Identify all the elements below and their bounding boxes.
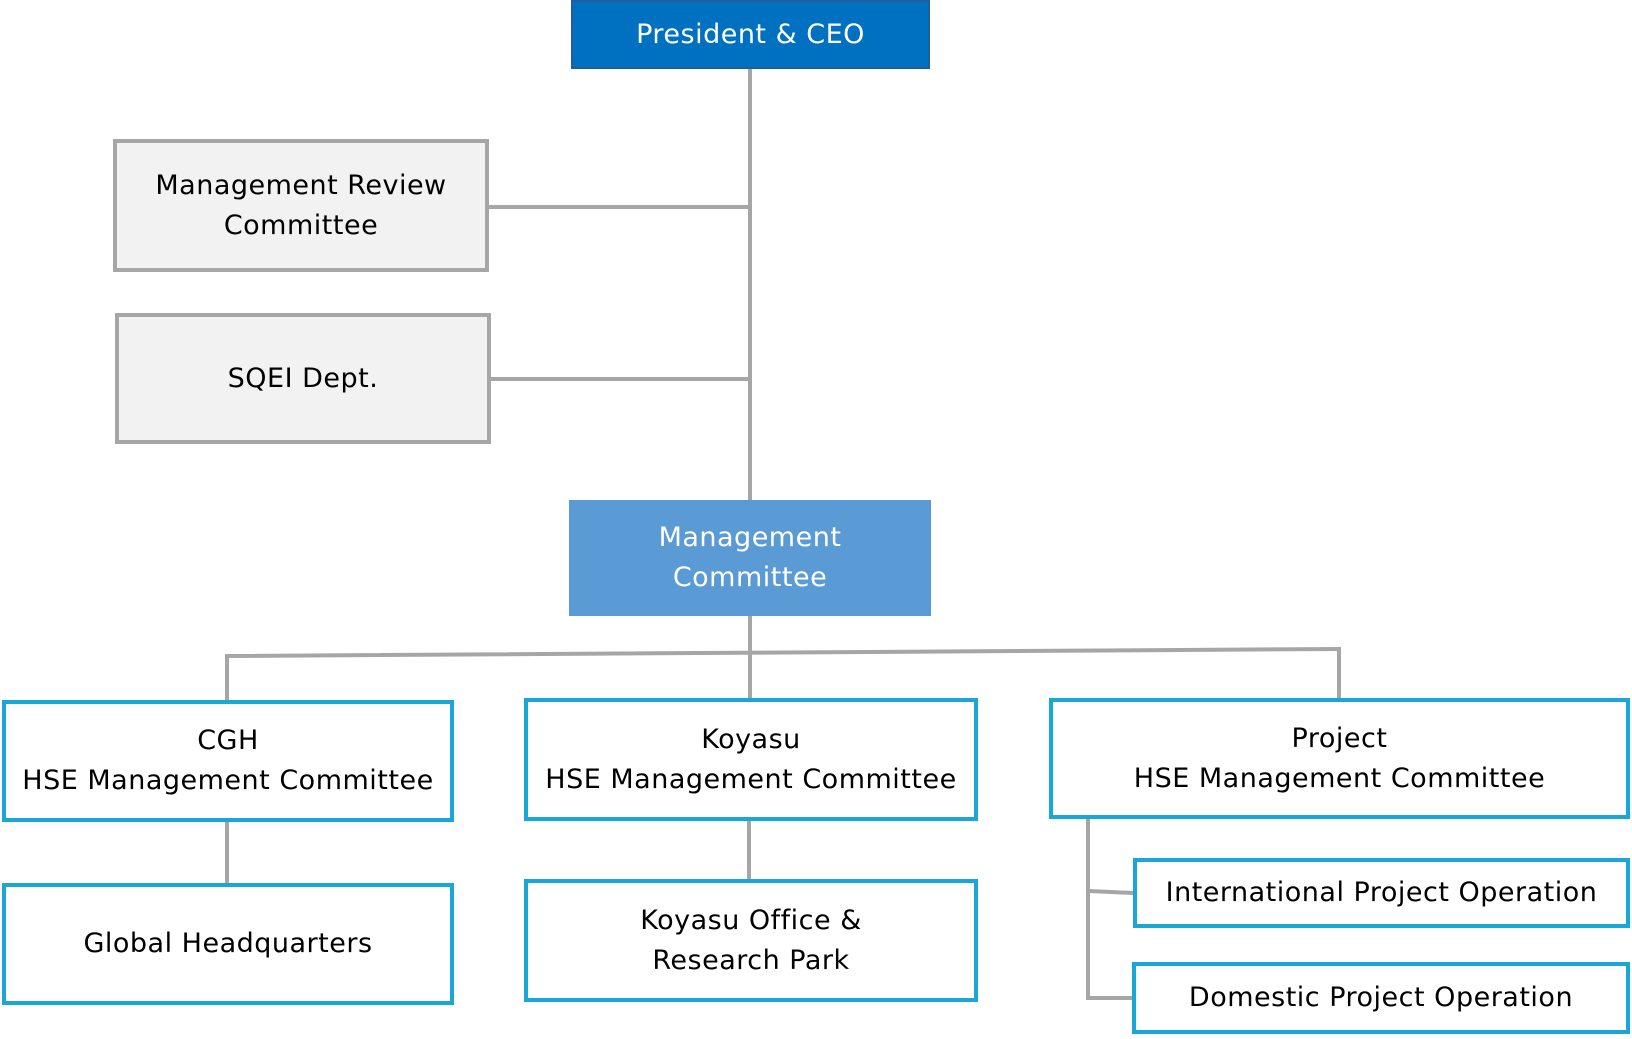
global-headquarters-box: Global Headquarters bbox=[2, 883, 454, 1005]
cgh-committee-line-1: CGH bbox=[197, 725, 259, 756]
president-ceo-label: President & CEO bbox=[636, 18, 865, 50]
project-hse-committee-box: Project HSE Management Committee bbox=[1049, 698, 1630, 819]
koyasu-committee-line-2: HSE Management Committee bbox=[545, 763, 957, 795]
management-committee-line-1: Management bbox=[658, 522, 842, 553]
koyasu-hse-committee-box: Koyasu HSE Management Committee bbox=[524, 698, 978, 821]
connector-to-international bbox=[1085, 888, 1137, 896]
project-committee-line-2: HSE Management Committee bbox=[1133, 762, 1546, 794]
connector-horizontal-bus bbox=[224, 646, 1342, 659]
sqei-dept-box: SQEI Dept. bbox=[115, 313, 491, 444]
domestic-project-operation-label: Domestic Project Operation bbox=[1188, 982, 1574, 1013]
management-committee-box: Management Committee bbox=[569, 500, 931, 616]
koyasu-committee-line-1: Koyasu bbox=[701, 723, 801, 755]
president-ceo-box: President & CEO bbox=[571, 0, 930, 69]
cgh-hse-committee-box: CGH HSE Management Committee bbox=[2, 700, 454, 822]
management-review-line-1: Management Review bbox=[155, 169, 447, 201]
sqei-dept-label: SQEI Dept. bbox=[227, 362, 379, 394]
management-review-committee-box: Management Review Committee bbox=[113, 139, 489, 272]
international-project-operation-label: International Project Operation bbox=[1165, 877, 1598, 908]
project-committee-line-1: Project bbox=[1291, 722, 1388, 754]
koyasu-office-line-2: Research Park bbox=[652, 944, 850, 976]
management-review-line-2: Committee bbox=[223, 209, 379, 241]
domestic-project-operation-box: Domestic Project Operation bbox=[1132, 962, 1630, 1034]
global-headquarters-label: Global Headquarters bbox=[83, 928, 373, 959]
koyasu-office-line-1: Koyasu Office & bbox=[640, 904, 862, 936]
koyasu-office-box: Koyasu Office & Research Park bbox=[524, 879, 978, 1002]
management-committee-line-2: Committee bbox=[672, 562, 828, 593]
international-project-operation-box: International Project Operation bbox=[1133, 858, 1630, 928]
cgh-committee-line-2: HSE Management Committee bbox=[22, 765, 434, 796]
